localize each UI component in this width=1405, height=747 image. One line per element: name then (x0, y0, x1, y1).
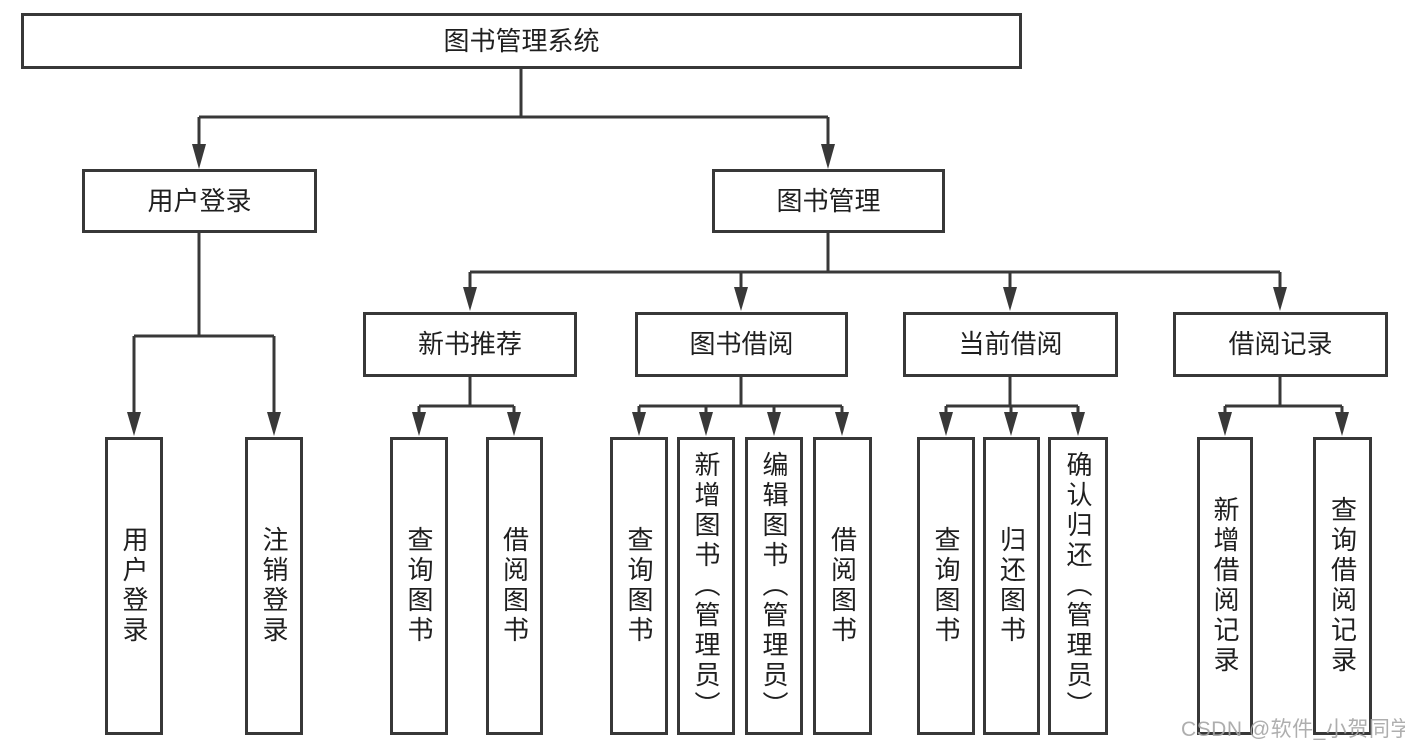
arrow-down-icon (1071, 412, 1085, 436)
arrow-down-icon (192, 144, 206, 169)
node-user-login: 用户登录 (82, 169, 317, 233)
arrow-down-icon (821, 144, 835, 169)
arrow-down-icon (507, 412, 521, 436)
connector-root-to-level2 (192, 69, 835, 169)
connector-line (417, 377, 516, 418)
leaf-borrow-books: 借阅图书 (813, 437, 872, 735)
arrow-down-icon (127, 412, 141, 436)
connector-current-borrow-to-leaves (939, 377, 1085, 436)
node-book-management: 图书管理 (712, 169, 945, 233)
leaf-add-books-admin: 新增图书（管理员） (677, 437, 735, 735)
leaf-query-books-borrowing: 查询图书 (610, 437, 668, 735)
connector-user-login-to-leaves (127, 233, 281, 436)
connector-line (468, 233, 1282, 293)
connector-borrow-record-to-leaves (1218, 377, 1349, 436)
connector-line (637, 377, 844, 418)
connector-book-mgmt-to-level3 (463, 233, 1287, 311)
arrow-down-icon (1218, 412, 1232, 436)
leaf-add-borrow-record: 新增借阅记录 (1197, 437, 1253, 735)
arrow-down-icon (734, 287, 748, 311)
connector-line (1223, 377, 1344, 418)
leaf-confirm-return-admin: 确认归还（管理员） (1048, 437, 1108, 735)
connector-line (197, 69, 830, 150)
leaf-borrow-books-recommend: 借阅图书 (486, 437, 543, 735)
arrow-down-icon (699, 412, 713, 436)
arrow-down-icon (267, 412, 281, 436)
node-library-management-system: 图书管理系统 (21, 13, 1022, 69)
arrow-down-icon (1003, 287, 1017, 311)
leaf-edit-books-admin: 编辑图书（管理员） (745, 437, 803, 735)
node-current-borrowing: 当前借阅 (903, 312, 1118, 377)
connector-line (132, 233, 276, 418)
connector-book-borrow-to-leaves (632, 377, 849, 436)
arrow-down-icon (767, 412, 781, 436)
node-book-borrowing: 图书借阅 (635, 312, 848, 377)
csdn-watermark: CSDN @软件_小贺同学 (1181, 718, 1405, 741)
node-borrowing-records: 借阅记录 (1173, 312, 1388, 377)
leaf-return-books: 归还图书 (983, 437, 1040, 735)
connector-new-book-to-leaves (412, 377, 521, 436)
arrow-down-icon (632, 412, 646, 436)
arrow-down-icon (412, 412, 426, 436)
connector-line (944, 377, 1080, 418)
arrow-down-icon (939, 412, 953, 436)
node-new-book-recommend: 新书推荐 (363, 312, 577, 377)
arrow-down-icon (1273, 287, 1287, 311)
leaf-query-borrow-record: 查询借阅记录 (1313, 437, 1372, 735)
arrow-down-icon (1335, 412, 1349, 436)
arrow-down-icon (1004, 412, 1018, 436)
leaf-query-books-recommend: 查询图书 (390, 437, 448, 735)
arrow-down-icon (463, 287, 477, 311)
leaf-query-books-current: 查询图书 (917, 437, 975, 735)
arrow-down-icon (835, 412, 849, 436)
leaf-user-login: 用户登录 (105, 437, 163, 735)
leaf-logout: 注销登录 (245, 437, 303, 735)
